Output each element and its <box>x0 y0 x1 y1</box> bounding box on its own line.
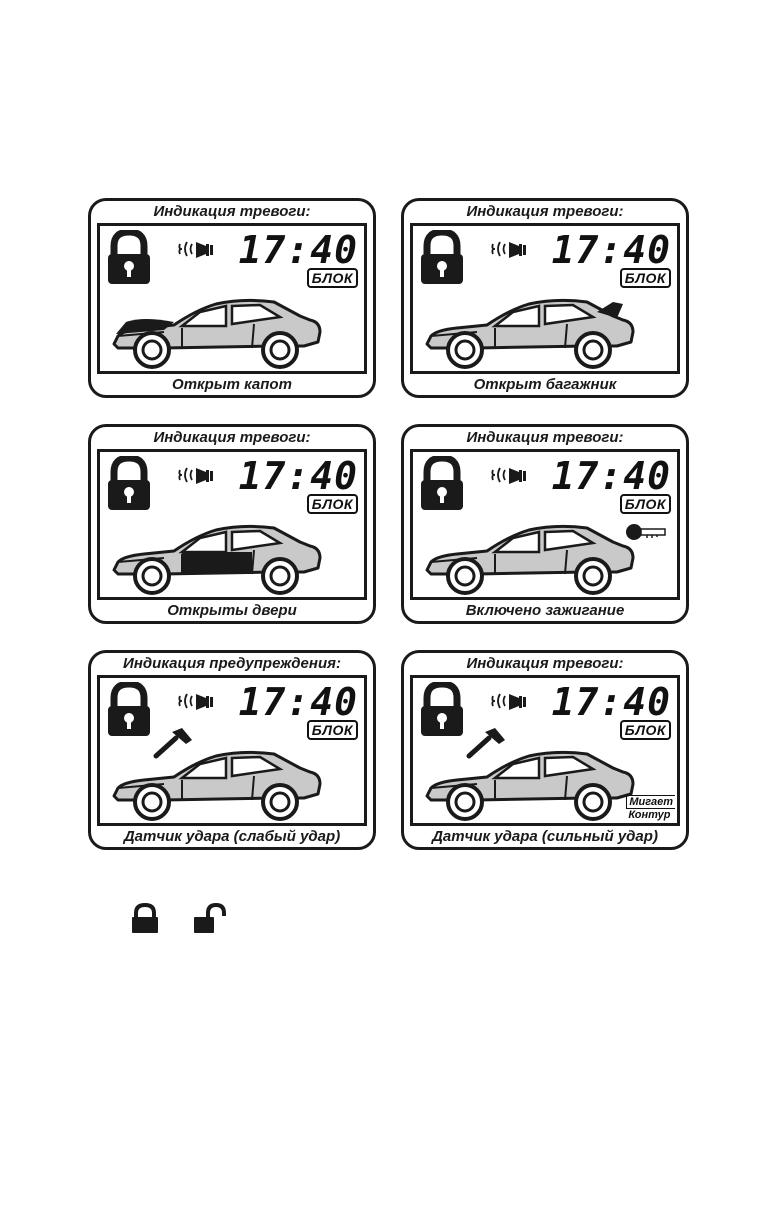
clock-display: 17:40 <box>238 228 358 272</box>
panel-title: Индикация тревоги: <box>466 655 624 672</box>
clock-display: 17:40 <box>551 454 671 498</box>
siren-icon <box>178 241 214 259</box>
car-doors-open-icon <box>112 524 322 595</box>
panel-caption: Открыты двери <box>167 602 297 619</box>
clock-display: 17:40 <box>551 228 671 272</box>
ignition-key-icon <box>626 524 666 540</box>
warning-panel-shock-weak: Индикация предупреждения: 17:40 БЛОК Дат… <box>88 650 376 850</box>
panel-caption: Включено зажигание <box>465 602 625 619</box>
padlock-unlocked-icon <box>194 902 226 933</box>
clock-display: 17:40 <box>551 680 671 724</box>
note-line-1: Мигает <box>626 795 675 808</box>
padlock-locked-icon <box>419 456 465 512</box>
hammer-icon <box>466 728 505 759</box>
alarm-panel-trunk: Индикация тревоги: 17:40 БЛОК Открыт баг… <box>401 198 689 398</box>
siren-icon <box>178 693 214 711</box>
block-badge: БЛОК <box>619 720 671 740</box>
panel-caption: Открыт багажник <box>473 376 617 393</box>
siren-icon <box>178 467 214 485</box>
car-icon <box>425 750 635 821</box>
clock-display: 17:40 <box>238 454 358 498</box>
padlock-locked-icon <box>419 682 465 738</box>
block-badge: БЛОК <box>619 494 671 514</box>
lcd-screen: 17:40 БЛОК Мигает Контур <box>410 675 680 826</box>
block-badge: БЛОК <box>306 494 358 514</box>
panel-title: Индикация тревоги: <box>153 429 311 446</box>
hammer-icon <box>153 728 192 759</box>
car-trunk-open-icon <box>425 298 635 369</box>
block-badge: БЛОК <box>619 268 671 288</box>
lcd-screen: 17:40 БЛОК <box>410 223 680 374</box>
car-icon <box>112 750 322 821</box>
lcd-screen: 17:40 БЛОК <box>97 675 367 826</box>
clock-display: 17:40 <box>238 680 358 724</box>
lcd-screen: 17:40 БЛОК <box>97 449 367 600</box>
siren-icon <box>491 693 527 711</box>
padlock-locked-icon <box>132 902 158 933</box>
lcd-screen: 17:40 БЛОК <box>97 223 367 374</box>
padlock-locked-icon <box>106 456 152 512</box>
panel-caption: Датчик удара (сильный удар) <box>432 828 658 845</box>
padlock-locked-icon <box>106 230 152 286</box>
panel-title: Индикация тревоги: <box>466 203 624 220</box>
alarm-panel-ignition: Индикация тревоги: 17:40 БЛОК Включено з… <box>401 424 689 624</box>
block-badge: БЛОК <box>306 720 358 740</box>
panel-title: Индикация предупреждения: <box>123 655 341 672</box>
lcd-screen: 17:40 БЛОК <box>410 449 680 600</box>
note-line-2: Контур <box>626 808 675 821</box>
alarm-panel-shock-strong: Индикация тревоги: 17:40 БЛОК Мигает Кон… <box>401 650 689 850</box>
block-badge: БЛОК <box>306 268 358 288</box>
panel-caption: Датчик удара (слабый удар) <box>123 828 341 845</box>
siren-icon <box>491 241 527 259</box>
padlock-locked-icon <box>106 682 152 738</box>
panel-title: Индикация тревоги: <box>153 203 311 220</box>
siren-icon <box>491 467 527 485</box>
panel-caption: Открыт капот <box>172 376 292 393</box>
alarm-panel-doors: Индикация тревоги: 17:40 БЛОК Открыты дв… <box>88 424 376 624</box>
padlock-locked-icon <box>419 230 465 286</box>
car-icon <box>425 524 635 595</box>
blink-contour-note: Мигает Контур <box>626 795 675 821</box>
alarm-panel-hood: Индикация тревоги: 17:40 БЛОК Открыт кап… <box>88 198 376 398</box>
car-hood-open-icon <box>112 298 322 369</box>
panel-title: Индикация тревоги: <box>466 429 624 446</box>
